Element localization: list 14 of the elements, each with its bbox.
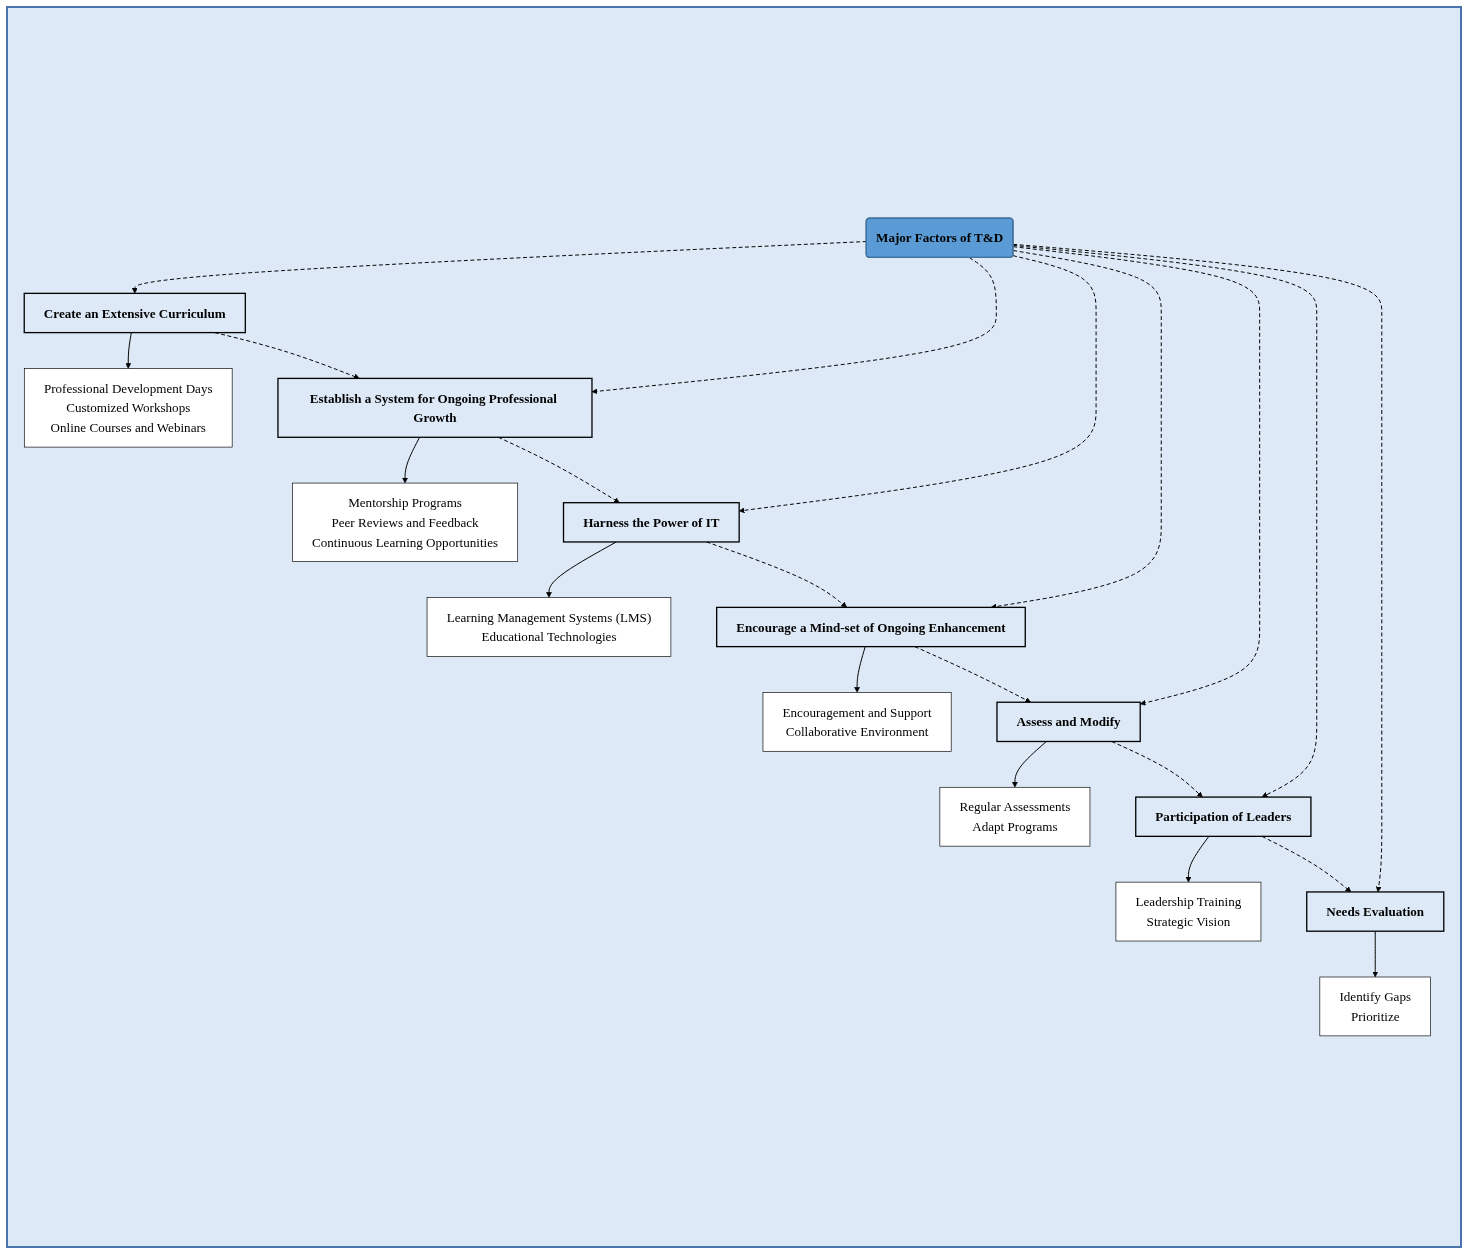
node-box: Establish a System for Ongoing Professional Growth bbox=[277, 377, 593, 438]
node-box: Participation of Leaders bbox=[1135, 796, 1312, 837]
node-box: Learning Management Systems (LMS) Educational Technologies bbox=[426, 597, 672, 657]
node-box: Needs Evaluation bbox=[1306, 891, 1445, 932]
node-box: Professional Development Days Customized Workshops Online Courses and Webinars bbox=[23, 368, 233, 448]
node-box: Encourage a Mind-set of Ongoing Enhancement bbox=[716, 606, 1026, 648]
node-box: Assess and Modify bbox=[996, 701, 1141, 743]
node-box: Identify Gaps Prioritize bbox=[1319, 976, 1431, 1037]
node-box: Encouragement and Support Collaborative Environment bbox=[762, 692, 952, 752]
node-box: Create an Extensive Curriculum bbox=[23, 292, 246, 334]
node-box: Regular Assessments Adapt Programs bbox=[939, 786, 1091, 847]
node-box: Mentorship Programs Peer Reviews and Feedback Continuous Learning Opportunities bbox=[292, 482, 519, 562]
node-box: Leadership Training Strategic Vision bbox=[1115, 881, 1262, 942]
node-box: Harness the Power of IT bbox=[562, 502, 740, 543]
